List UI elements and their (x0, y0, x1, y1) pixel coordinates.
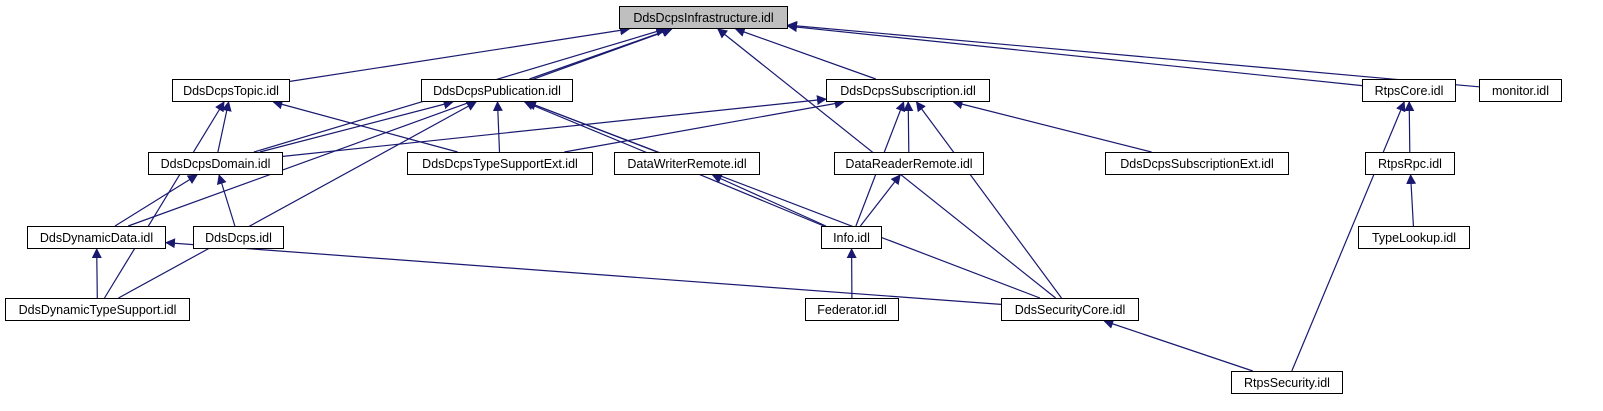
node-rtps-security[interactable]: RtpsSecurity.idl (1231, 371, 1343, 394)
edge-typesupportext-to-topic (272, 99, 458, 153)
node-dds-dcps-type-support-ext[interactable]: DdsDcpsTypeSupportExt.idl (407, 152, 593, 175)
edge-subscription-to-infra (734, 27, 877, 80)
node-type-lookup[interactable]: TypeLookup.idl (1358, 226, 1470, 249)
edge-dynamictypesupport-to-dynamicdata (91, 248, 102, 299)
edge-rtpsrpc-to-rtpscore (1404, 101, 1415, 153)
node-dds-dcps-subscription-ext[interactable]: DdsDcpsSubscriptionExt.idl (1105, 152, 1289, 175)
node-rtps-core[interactable]: RtpsCore.idl (1362, 79, 1456, 102)
node-info[interactable]: Info.idl (821, 226, 882, 249)
edge-typesupportext-to-publication (492, 101, 503, 153)
edge-rtpscore-to-infra (787, 22, 1363, 87)
node-rtps-rpc[interactable]: RtpsRpc.idl (1365, 152, 1455, 175)
node-federator[interactable]: Federator.idl (805, 298, 899, 321)
edge-rtpssecurity-to-securitycore (1103, 319, 1253, 372)
edge-typesupportext-to-subscription (564, 98, 845, 153)
node-dds-dcps[interactable]: DdsDcps.idl (193, 226, 284, 249)
node-monitor[interactable]: monitor.idl (1479, 79, 1562, 102)
edge-domain-to-publication (259, 99, 454, 153)
edge-subscriptionext-to-subscription (952, 99, 1152, 153)
node-dds-security-core[interactable]: DdsSecurityCore.idl (1001, 298, 1139, 321)
edge-securitycore-to-subscription (915, 101, 1062, 299)
node-dds-dynamic-data[interactable]: DdsDynamicData.idl (27, 226, 166, 249)
edge-rtpssecurity-to-rtpscore (1291, 101, 1406, 372)
edge-dynamictypesupport-to-publication (118, 101, 477, 299)
node-dds-dcps-publication[interactable]: DdsDcpsPublication.idl (421, 79, 573, 102)
node-dds-dcps-subscription[interactable]: DdsDcpsSubscription.idl (826, 79, 990, 102)
edge-dynamicdata-to-domain (114, 174, 198, 227)
node-data-reader-remote[interactable]: DataReaderRemote.idl (834, 152, 984, 175)
edge-domain-to-subscription (282, 95, 827, 157)
edge-info-to-datareaderremote (859, 174, 901, 227)
edge-monitor-to-infra (787, 20, 1480, 88)
node-dds-dcps-topic[interactable]: DdsDcpsTopic.idl (172, 79, 290, 102)
edge-typelookup-to-rtpsrpc (1406, 174, 1417, 227)
edge-dynamicdata-to-infra (127, 27, 673, 227)
node-dds-dynamic-type-support[interactable]: DdsDynamicTypeSupport.idl (5, 298, 190, 321)
edge-info-to-datawriterremote (711, 174, 827, 227)
edge-topic-to-infra (289, 25, 631, 82)
edge-domain-to-topic (217, 101, 232, 153)
node-data-writer-remote[interactable]: DataWriterRemote.idl (614, 152, 760, 175)
edge-ddsdcps-to-domain (216, 174, 236, 227)
edge-dynamictypesupport-to-topic (103, 101, 225, 299)
node-dds-dcps-infrastructure: DdsDcpsInfrastructure.idl (619, 6, 788, 29)
node-dds-dcps-domain[interactable]: DdsDcpsDomain.idl (148, 152, 283, 175)
edge-securitycore-to-publication (526, 100, 1041, 299)
edge-datareaderremote-to-subscription (903, 101, 914, 153)
edge-securitycore-to-dynamicdata (165, 238, 1002, 305)
